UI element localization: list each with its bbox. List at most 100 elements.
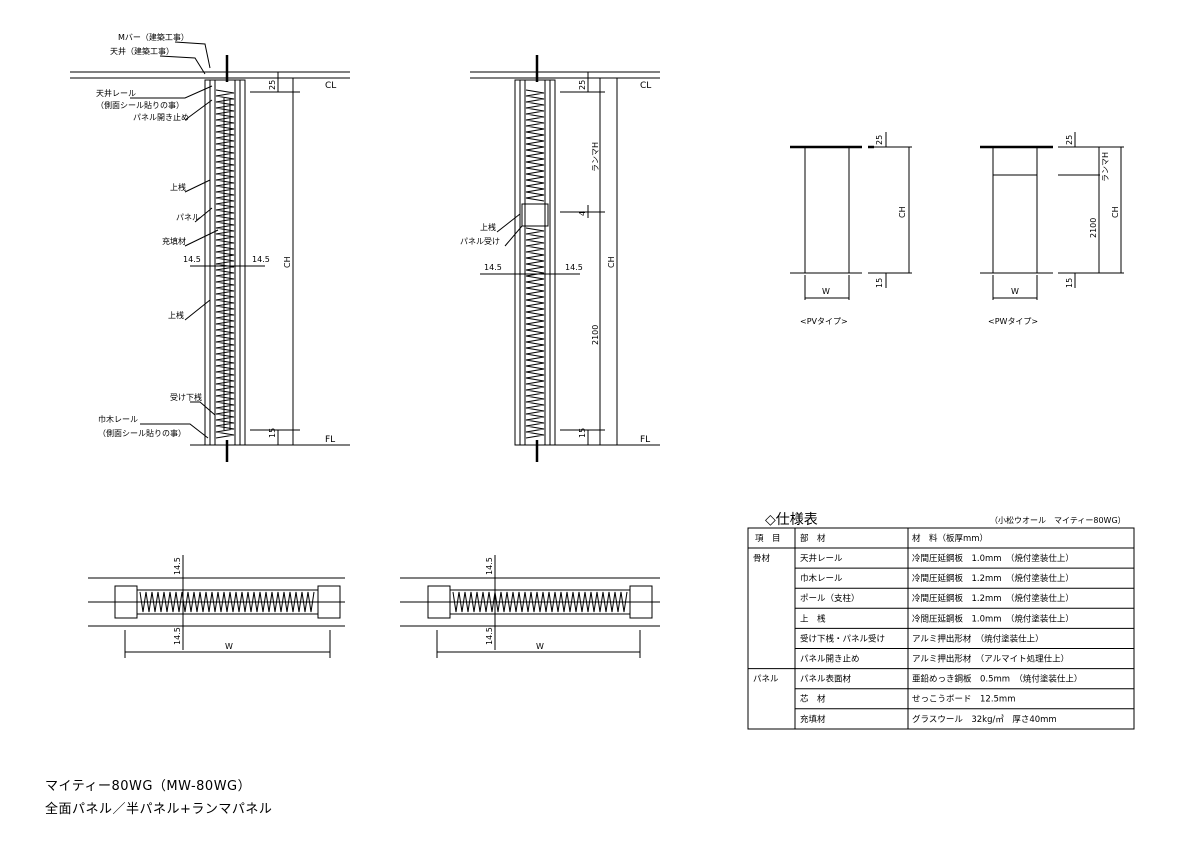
model-title: マイティー80WG（MW-80WG） bbox=[45, 779, 252, 794]
label-side-seal-top: （側面シール貼りの事） bbox=[96, 100, 184, 110]
label-upper-rail: 上桟 bbox=[170, 182, 186, 192]
dim-top: 14.5 bbox=[485, 557, 494, 575]
pv-type-label: <PVタイプ> bbox=[800, 317, 848, 326]
half-panel-elevation: 25 4 15 ランマH 2100 CH 14.5 14.5 CL FL 上桟 … bbox=[460, 55, 660, 462]
hatch-line bbox=[452, 591, 628, 613]
dim-w: W bbox=[225, 642, 233, 651]
label-lower-rail: 受け下桟 bbox=[170, 392, 202, 402]
filler-hatch bbox=[525, 89, 545, 439]
hatch-line bbox=[139, 591, 315, 613]
row-part: 受け下桟・パネル受け bbox=[800, 633, 885, 644]
row-material: せっこうボード 12.5mm bbox=[912, 695, 1016, 705]
dim-ch: CH bbox=[283, 256, 292, 268]
model-description: 全面パネル／半パネル+ランマパネル bbox=[45, 802, 273, 817]
filler-hatch bbox=[215, 89, 235, 439]
dim-bottom: 15 bbox=[268, 428, 277, 438]
row-material: 冷間圧延鋼板 1.2mm （焼付塗装仕上） bbox=[912, 593, 1074, 604]
spec-row: パネル パネル表面材 亜鉛めっき鋼板 0.5mm （焼付塗装仕上） bbox=[753, 674, 1134, 690]
dim-2100: 2100 bbox=[591, 325, 600, 345]
spec-row: 骨材 天井レール 冷間圧延鋼板 1.0mm （焼付塗装仕上） bbox=[753, 553, 1134, 569]
dim-top: 25 bbox=[875, 135, 884, 145]
row-group: 骨材 bbox=[753, 553, 771, 564]
dim-top: 25 bbox=[1065, 135, 1074, 145]
header-material: 材 料（板厚mm） bbox=[912, 533, 988, 544]
row-material: アルミ押出形材 （焼付塗装仕上） bbox=[912, 633, 1044, 644]
spec-row: 巾木レール 冷間圧延鋼板 1.2mm （焼付塗装仕上） bbox=[795, 573, 1134, 589]
row-material: 冷間圧延鋼板 1.0mm （焼付塗装仕上） bbox=[912, 553, 1074, 564]
dim-left: 14.5 bbox=[484, 263, 502, 272]
cl-label: CL bbox=[325, 81, 336, 91]
row-material: グラスウール 32kg/㎥ 厚さ40mm bbox=[912, 714, 1057, 725]
spec-row: パネル開き止め アルミ押出形材 （アルマイト処理仕上） bbox=[748, 654, 1134, 670]
hatch-line bbox=[215, 89, 235, 439]
pw-type-label: <PWタイプ> bbox=[988, 317, 1038, 326]
label-upper-rail: 上桟 bbox=[480, 222, 496, 232]
row-group: パネル bbox=[753, 675, 779, 685]
row-material: アルミ押出形材 （アルマイト処理仕上） bbox=[912, 654, 1069, 665]
fl-label: FL bbox=[325, 435, 335, 445]
dim-w: W bbox=[1011, 287, 1019, 296]
dim-ranma-h: ランマH bbox=[1101, 152, 1110, 182]
label-ceiling: 天井（建築工事） bbox=[110, 46, 174, 56]
dim-bottom: 14.5 bbox=[485, 627, 494, 645]
row-part: 充填材 bbox=[800, 714, 826, 725]
label-panel: パネル bbox=[176, 213, 200, 222]
label-panel-stop: パネル開き止め bbox=[133, 112, 189, 122]
pv-type-diagram: 25 15 CH W <PVタイプ> bbox=[790, 132, 912, 326]
label-filler: 充填材 bbox=[162, 236, 186, 246]
spec-row: 芯 材 せっこうボード 12.5mm bbox=[795, 694, 1134, 710]
row-part: パネル開き止め bbox=[800, 654, 860, 665]
spec-row: ポール（支柱） 冷間圧延鋼板 1.2mm （焼付塗装仕上） bbox=[795, 593, 1134, 609]
row-part: ポール（支柱） bbox=[800, 593, 860, 604]
dim-bottom: 14.5 bbox=[173, 627, 182, 645]
row-material: 冷間圧延鋼板 1.0mm （焼付塗装仕上） bbox=[912, 613, 1074, 624]
dim-right: 14.5 bbox=[252, 255, 270, 264]
row-material: 冷間圧延鋼板 1.2mm （焼付塗装仕上） bbox=[912, 573, 1074, 584]
row-part: パネル表面材 bbox=[800, 674, 852, 685]
full-panel-elevation: 25 15 CH 14.5 14.5 CL FL Mバー（建築工事） 天井（建築… bbox=[70, 32, 350, 462]
dim-w: W bbox=[822, 287, 830, 296]
row-part: 芯 材 bbox=[800, 694, 826, 705]
header-part: 部 材 bbox=[800, 533, 826, 544]
row-part: 上 桟 bbox=[800, 613, 826, 624]
pw-type-diagram: 25 15 ランマH 2100 CH W <PWタイプ> bbox=[980, 132, 1124, 326]
fl-label: FL bbox=[640, 435, 650, 445]
spec-table: ◇仕様表 （小松ウオール マイティー80WG） 項 目 部 材 材 料（板厚mm… bbox=[747, 512, 1135, 730]
dim-w: W bbox=[536, 642, 544, 651]
spec-row: 充填材 グラスウール 32kg/㎥ 厚さ40mm bbox=[800, 714, 1057, 725]
hatch-line bbox=[525, 89, 545, 202]
dim-top: 14.5 bbox=[173, 557, 182, 575]
label-base-rail: 巾木レール bbox=[98, 414, 138, 424]
hatch-line bbox=[525, 227, 545, 439]
dim-gap: 4 bbox=[578, 211, 587, 216]
dim-bottom: 15 bbox=[875, 278, 884, 288]
dim-left: 14.5 bbox=[183, 255, 201, 264]
dim-ch: CH bbox=[1111, 206, 1120, 218]
panel-section bbox=[204, 79, 246, 446]
spec-title: ◇仕様表 bbox=[765, 512, 818, 528]
label-upper-rail-2: 上桟 bbox=[168, 310, 184, 320]
dim-bottom: 15 bbox=[1065, 278, 1074, 288]
spec-subtitle: （小松ウオール マイティー80WG） bbox=[990, 515, 1126, 525]
row-material: 亜鉛めっき鋼板 0.5mm （焼付塗装仕上） bbox=[912, 674, 1082, 685]
label-m-bar: Mバー（建築工事） bbox=[118, 32, 189, 42]
cl-label: CL bbox=[640, 81, 651, 91]
dim-right: 14.5 bbox=[565, 263, 583, 272]
dim-2100: 2100 bbox=[1089, 218, 1098, 238]
spec-row: 受け下桟・パネル受け アルミ押出形材 （焼付塗装仕上） bbox=[795, 633, 1134, 649]
dim-bottom: 15 bbox=[578, 428, 587, 438]
spec-row: 上 桟 冷間圧延鋼板 1.0mm （焼付塗装仕上） bbox=[795, 613, 1134, 629]
plan-section-1: 14.5 14.5 W bbox=[88, 555, 345, 658]
row-part: 巾木レール bbox=[800, 573, 843, 584]
dim-top: 25 bbox=[268, 80, 277, 90]
plan-section-2: 14.5 14.5 W bbox=[400, 555, 660, 658]
dim-top: 25 bbox=[578, 80, 587, 90]
label-panel-receiver: パネル受け bbox=[460, 236, 500, 246]
label-ceiling-rail: 天井レール bbox=[96, 88, 136, 98]
header-item: 項 目 bbox=[755, 534, 781, 544]
dim-ch: CH bbox=[607, 256, 616, 268]
dim-ranma-h: ランマH bbox=[591, 142, 600, 172]
row-part: 天井レール bbox=[800, 553, 843, 564]
label-side-seal-bottom: （側面シール貼りの事） bbox=[98, 428, 186, 438]
